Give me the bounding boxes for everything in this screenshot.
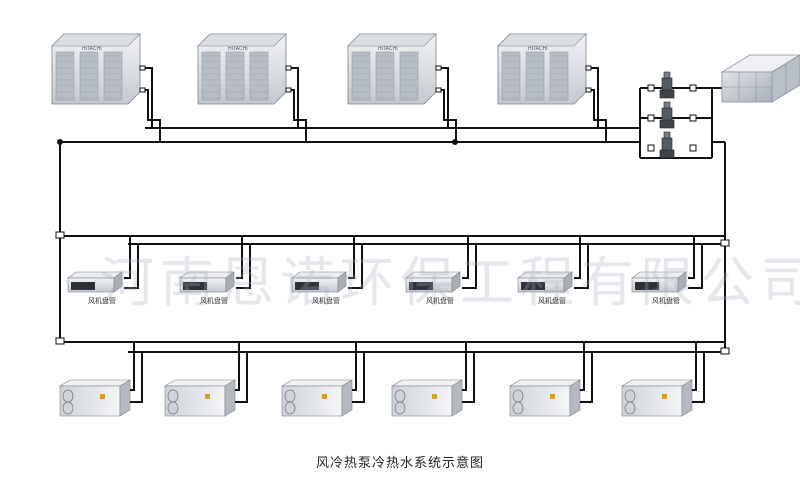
water-tank (720, 54, 800, 103)
heat-pump-pipes (288, 67, 307, 142)
fan-coil-unit (405, 236, 477, 293)
fan-coil-unit (517, 236, 589, 293)
ahu-group (58, 342, 705, 417)
air-handling-unit (280, 342, 365, 417)
circulating-pump (647, 131, 697, 159)
fan-coil-pipes (688, 236, 703, 289)
pump-group (647, 71, 697, 159)
brand-label: HITACHI (528, 46, 548, 52)
ahu-pipes (352, 342, 365, 403)
ahu-pipes (692, 342, 705, 403)
fan-coil-label: 风机盘管 (88, 297, 116, 305)
valve (720, 239, 730, 247)
fan-coil-pipes (462, 236, 477, 289)
ahu-pipes (580, 342, 593, 403)
ahu-pipes (130, 342, 143, 403)
fan-coil-label: 风机盘管 (426, 297, 454, 305)
diagram-caption: 风冷热泵冷热水系统示意图 (315, 456, 484, 471)
fan-coil-unit (67, 236, 139, 293)
heat-pump-pipes (588, 67, 607, 142)
heat-pump-pipes (438, 67, 457, 142)
heat-pump-unit: HITACHI (347, 33, 457, 142)
fan-coil-group (67, 236, 703, 293)
brand-label: HITACHI (228, 46, 248, 52)
fan-coil-pipes (348, 236, 363, 289)
air-handling-unit (58, 342, 143, 417)
pipe-joint (57, 139, 63, 145)
heat-pump-unit: HITACHI (497, 33, 607, 142)
heat-pump-group: HITACHI HITACHI HITACHI HITACHI (51, 33, 607, 142)
air-handling-unit (620, 342, 705, 417)
fan-coil-pipes (236, 236, 251, 289)
fan-coil-pipes (124, 236, 139, 289)
ahu-pipes (235, 342, 248, 403)
air-handling-unit (163, 342, 248, 417)
air-handling-unit (390, 342, 475, 417)
brand-label: HITACHI (378, 46, 398, 52)
air-handling-unit (508, 342, 593, 417)
heat-pump-pipes (142, 67, 161, 142)
circulating-pump (647, 71, 697, 99)
fan-coil-label: 风机盘管 (200, 297, 228, 305)
circulating-pump (647, 101, 697, 129)
fan-coil-pipes (574, 236, 589, 289)
heat-pump-unit: HITACHI (51, 33, 161, 142)
fan-coil-unit (179, 236, 251, 293)
valve (55, 337, 65, 345)
fan-coil-unit (631, 236, 703, 293)
ahu-pipes (462, 342, 475, 403)
valve (55, 231, 65, 239)
brand-label: HITACHI (82, 46, 102, 52)
fan-coil-label: 风机盘管 (538, 297, 566, 305)
fan-coil-unit (291, 236, 363, 293)
pipe-network (59, 127, 726, 353)
valve (720, 347, 730, 355)
heat-pump-unit: HITACHI (197, 33, 307, 142)
fan-coil-label: 风机盘管 (652, 297, 680, 305)
valve-markers (55, 139, 730, 355)
fan-coil-label: 风机盘管 (312, 297, 340, 305)
